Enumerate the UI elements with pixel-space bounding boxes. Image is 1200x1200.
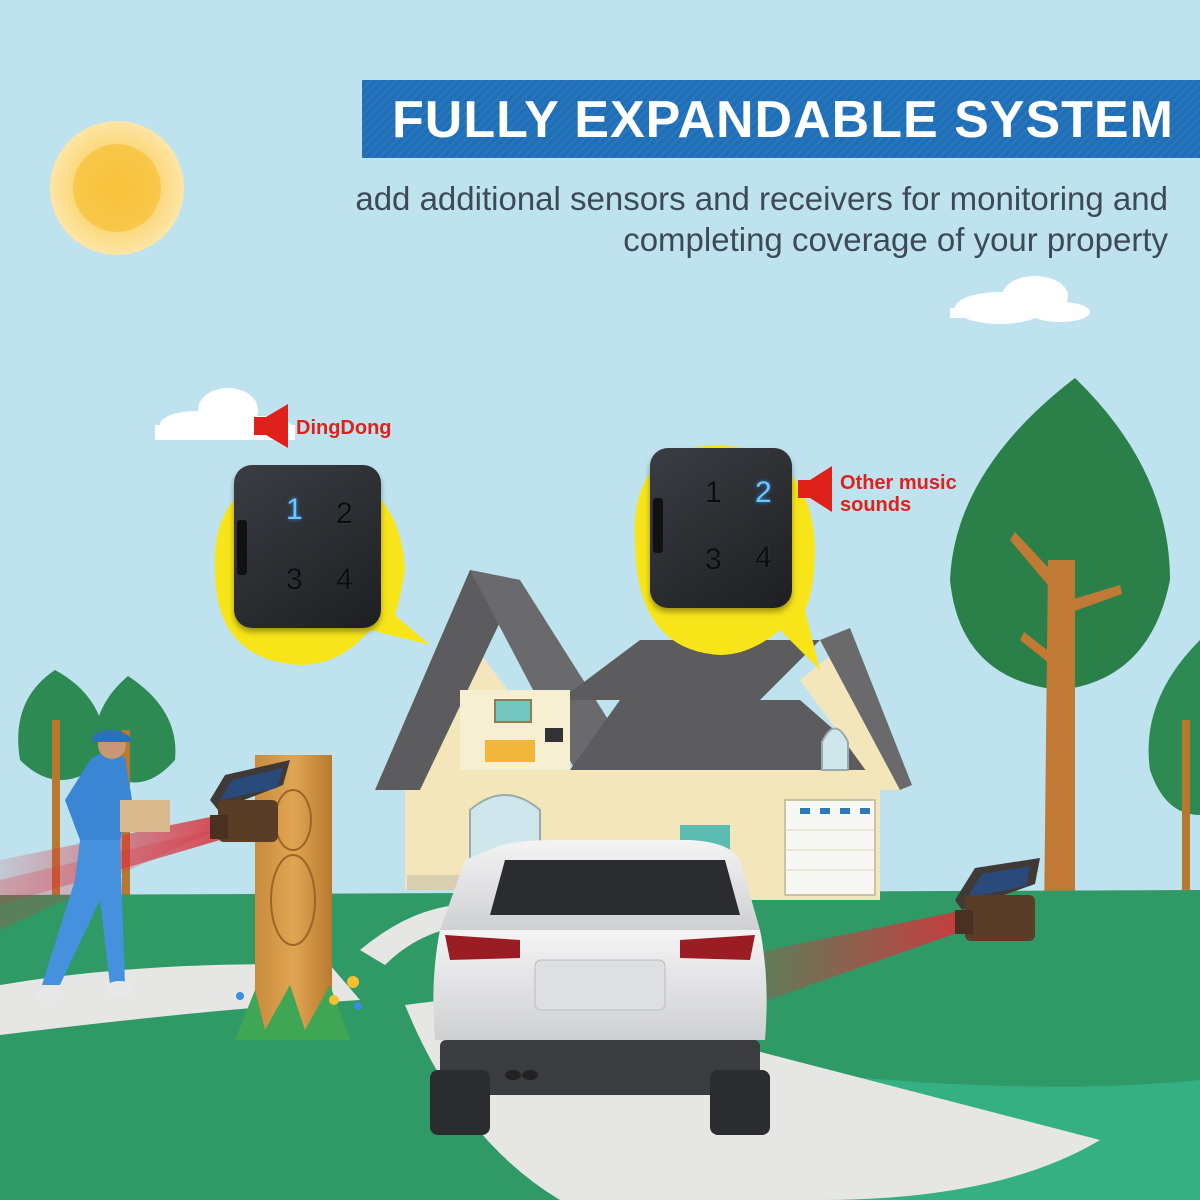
sound-label-dingdong: DingDong xyxy=(296,417,392,439)
delivery-person xyxy=(36,729,170,1002)
subtitle: add additional sensors and receivers for… xyxy=(268,178,1168,260)
car xyxy=(430,840,770,1135)
speaker-icon xyxy=(798,466,832,512)
receiver-button: 2 xyxy=(336,497,353,530)
sensor-beam xyxy=(720,910,965,1010)
sound-label-line: Other music xyxy=(840,472,957,494)
title-banner: FULLY EXPANDABLE SYSTEM xyxy=(362,80,1200,158)
receiver-button: 1 xyxy=(286,493,303,526)
speaker-icon xyxy=(254,404,288,448)
subtitle-line: add additional sensors and receivers for… xyxy=(355,180,1168,217)
tree xyxy=(1148,640,1200,890)
receiver-button: 2 xyxy=(755,476,772,509)
receiver-button: 3 xyxy=(705,543,722,576)
receiver-side-switch xyxy=(237,520,247,575)
receiver-side-switch xyxy=(653,498,663,553)
receiver-unit: 1 2 3 4 xyxy=(650,448,792,608)
sound-label-line: sounds xyxy=(840,494,912,516)
sound-label-other: Other music sounds xyxy=(840,472,957,516)
motion-sensor xyxy=(210,760,290,842)
receiver-button: 3 xyxy=(286,563,303,596)
receiver-button: 1 xyxy=(705,476,722,509)
cloud xyxy=(950,276,1090,324)
receiver-unit: 1 2 3 4 xyxy=(234,465,381,628)
flowers xyxy=(236,976,362,1010)
page-title: FULLY EXPANDABLE SYSTEM xyxy=(392,91,1174,149)
motion-sensor xyxy=(955,858,1040,941)
sun xyxy=(50,121,184,255)
receiver-button: 4 xyxy=(336,563,353,596)
subtitle-line: completing coverage of your property xyxy=(623,221,1168,258)
receiver-button: 4 xyxy=(755,541,772,574)
